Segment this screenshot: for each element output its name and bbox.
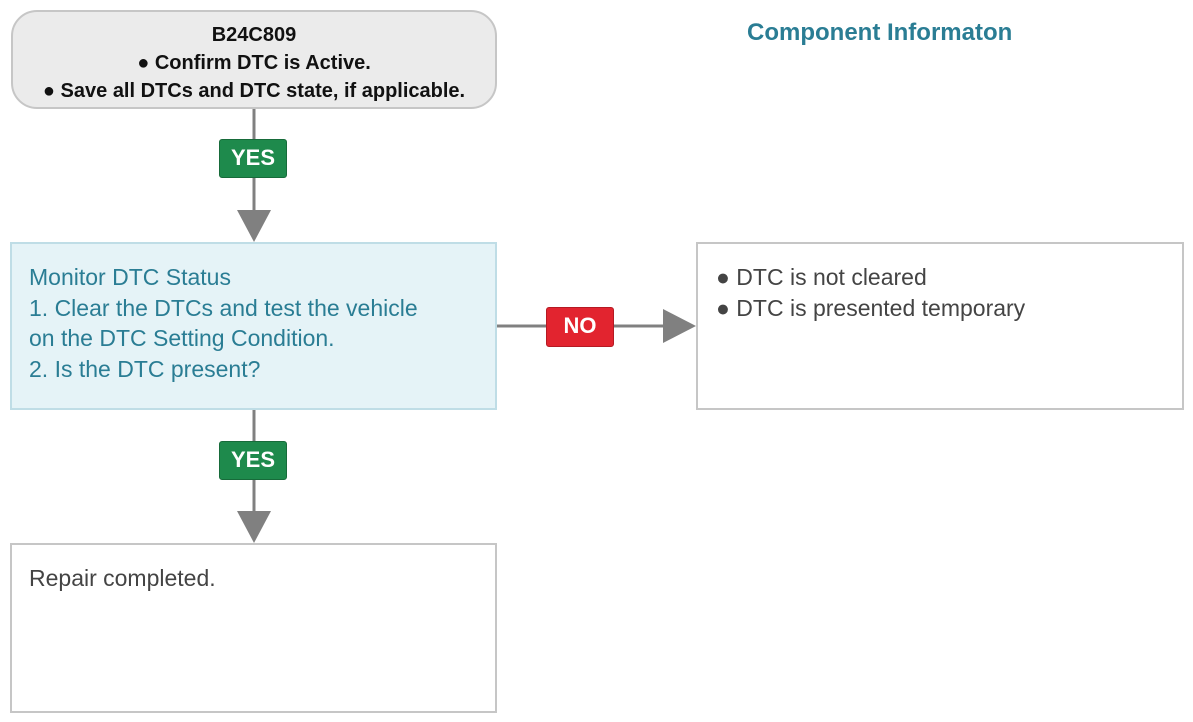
repair-completed-box: Repair completed.	[10, 543, 497, 713]
bullet-icon: ●	[137, 52, 150, 74]
no-result-item: ● DTC is not cleared	[716, 264, 927, 290]
start-item: ● Save all DTCs and DTC state, if applic…	[42, 80, 466, 102]
question-line: 2. Is the DTC present?	[29, 355, 261, 382]
bullet-icon: ●	[716, 264, 730, 290]
question-line: 1. Clear the DTCs and test the vehicle	[29, 294, 418, 321]
question-line: on the DTC Setting Condition.	[29, 325, 335, 351]
dtc-code: B24C809	[211, 24, 297, 46]
question-box: Monitor DTC Status 1. Clear the DTCs and…	[10, 242, 497, 410]
no-badge: NO	[546, 307, 614, 347]
start-box: B24C809 ● Confirm DTC is Active. ● Save …	[11, 10, 497, 109]
arrowhead-down-2	[237, 511, 271, 543]
bullet-icon: ●	[716, 294, 730, 321]
yes-badge: YES	[219, 441, 287, 480]
no-result-box: ● DTC is not cleared ● DTC is presented …	[696, 242, 1184, 410]
start-item: ● Confirm DTC is Active.	[137, 52, 371, 74]
question-title: Monitor DTC Status	[29, 264, 231, 290]
arrowhead-down-1	[237, 210, 271, 242]
repair-completed-text: Repair completed.	[29, 565, 216, 591]
no-result-item: ● DTC is presented temporary	[716, 294, 1026, 321]
yes-badge: YES	[219, 139, 287, 178]
component-information-link[interactable]: Component Informaton	[747, 19, 1013, 46]
arrowhead-right	[663, 309, 696, 343]
bullet-icon: ●	[42, 80, 55, 102]
